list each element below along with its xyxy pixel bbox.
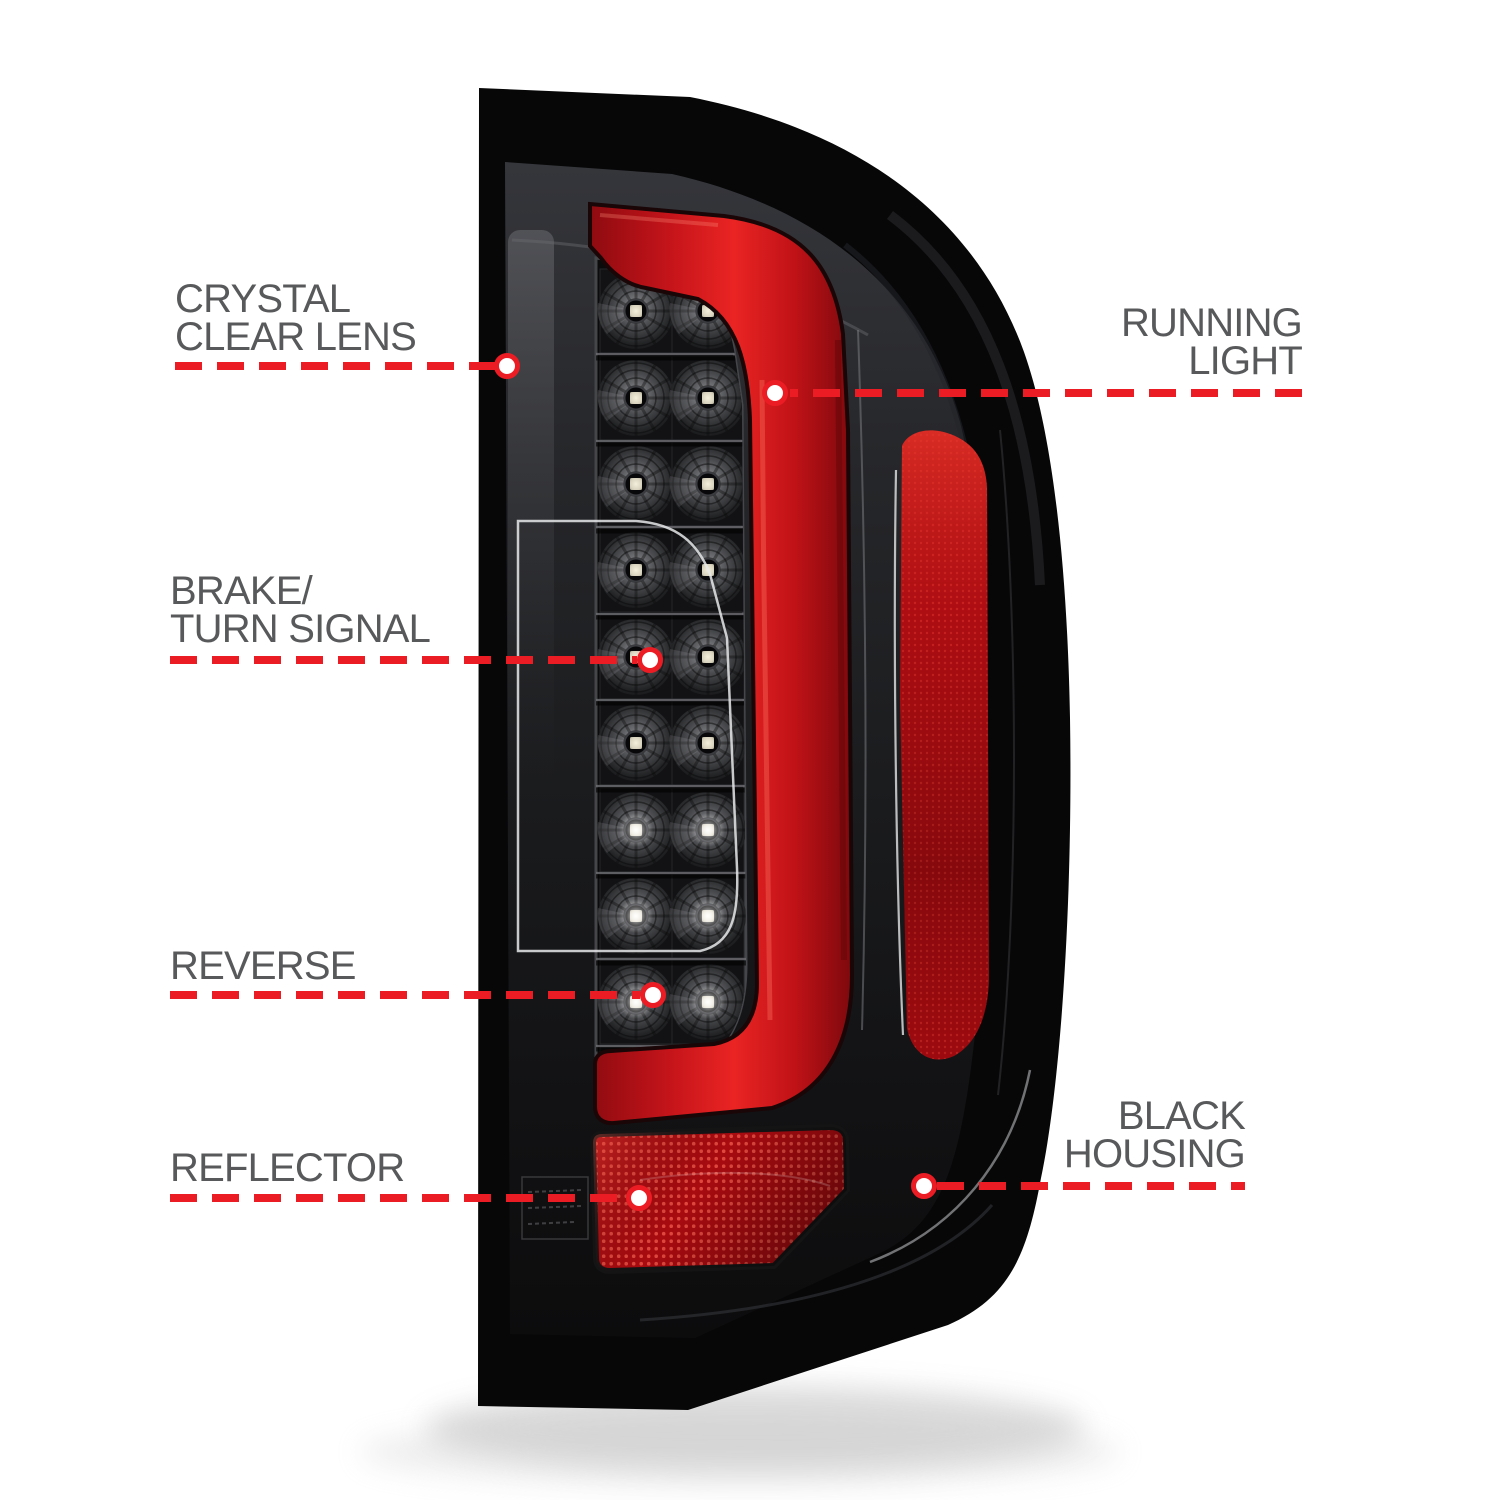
label-line: BLACK bbox=[1117, 1094, 1246, 1138]
label-line: REVERSE bbox=[170, 944, 356, 988]
etched-markings bbox=[521, 1176, 589, 1240]
label-brake-turn-signal: BRAKE/ TURN SIGNAL bbox=[170, 569, 431, 651]
label-line: RUNNING bbox=[1120, 301, 1303, 345]
label-black-housing: BLACK HOUSING bbox=[943, 1094, 1246, 1176]
label-line: LIGHT bbox=[1188, 339, 1303, 383]
callout-line-crystal-clear-lens bbox=[175, 362, 495, 370]
callout-dot-crystal-clear-lens bbox=[494, 353, 520, 379]
label-running-light: RUNNING LIGHT bbox=[1000, 301, 1303, 383]
label-crystal-clear-lens: CRYSTAL CLEAR LENS bbox=[175, 277, 417, 359]
label-line: CRYSTAL bbox=[175, 277, 351, 321]
callout-dot-running-light bbox=[762, 380, 788, 406]
running-light-bar bbox=[588, 201, 855, 1126]
callout-line-reflector bbox=[170, 1194, 626, 1202]
callout-dot-reflector bbox=[626, 1185, 652, 1211]
floor-shadow bbox=[360, 1386, 1120, 1486]
label-line: CLEAR LENS bbox=[175, 315, 417, 359]
callout-line-running-light bbox=[790, 389, 1302, 397]
callout-line-reverse bbox=[170, 991, 640, 999]
callout-line-black-housing bbox=[937, 1182, 1245, 1190]
reverse-led-glow bbox=[619, 813, 725, 1019]
callout-line-brake-turn-signal bbox=[170, 656, 637, 664]
label-line: BRAKE/ bbox=[170, 569, 313, 613]
label-line: TURN SIGNAL bbox=[170, 607, 431, 651]
bottom-reflector bbox=[589, 1123, 851, 1275]
side-marker-reflector bbox=[893, 430, 989, 1060]
led-array bbox=[594, 256, 748, 1095]
label-reflector: REFLECTOR bbox=[170, 1146, 405, 1190]
callout-dot-brake-turn-signal bbox=[637, 647, 663, 673]
label-reverse: REVERSE bbox=[170, 944, 356, 988]
callout-dot-black-housing bbox=[911, 1173, 937, 1199]
label-line: HOUSING bbox=[1063, 1132, 1246, 1176]
label-line: REFLECTOR bbox=[170, 1146, 405, 1190]
callout-dot-reverse bbox=[640, 982, 666, 1008]
light-guide-wire bbox=[516, 519, 739, 953]
